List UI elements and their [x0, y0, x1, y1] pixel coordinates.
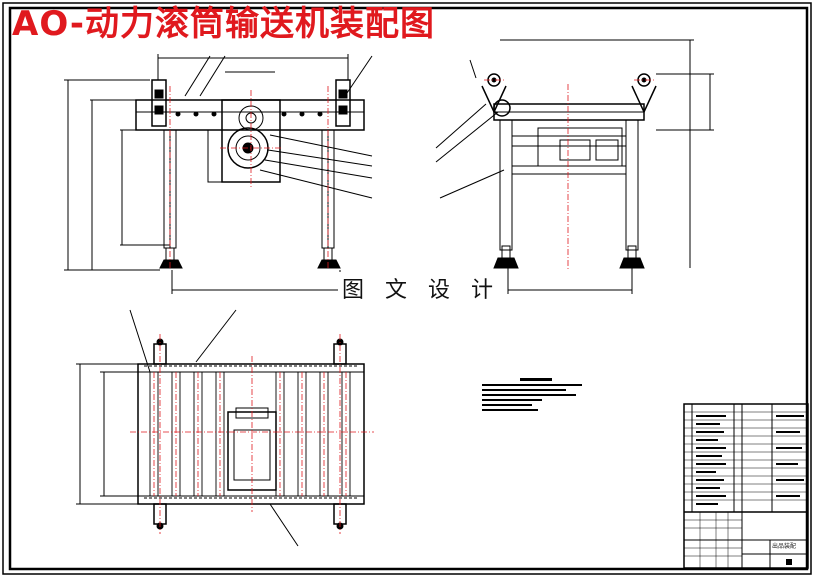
side-view-centerlines	[484, 79, 654, 270]
watermark-text: 图 文 设 计	[338, 272, 504, 304]
inner-border	[8, 6, 809, 571]
title-block-label: 出品装配	[772, 543, 797, 550]
side-view	[435, 39, 714, 294]
front-view	[64, 54, 373, 294]
title-block-text-marks	[696, 415, 804, 565]
title-block-rows	[684, 411, 808, 568]
title-block	[683, 403, 809, 569]
drawing-title: AO-动力滚筒输送机装配图	[12, 4, 435, 44]
top-view	[76, 309, 365, 547]
technical-notes-block	[482, 378, 582, 411]
top-view-centerlines	[130, 334, 374, 534]
front-view-centerlines	[169, 86, 329, 270]
